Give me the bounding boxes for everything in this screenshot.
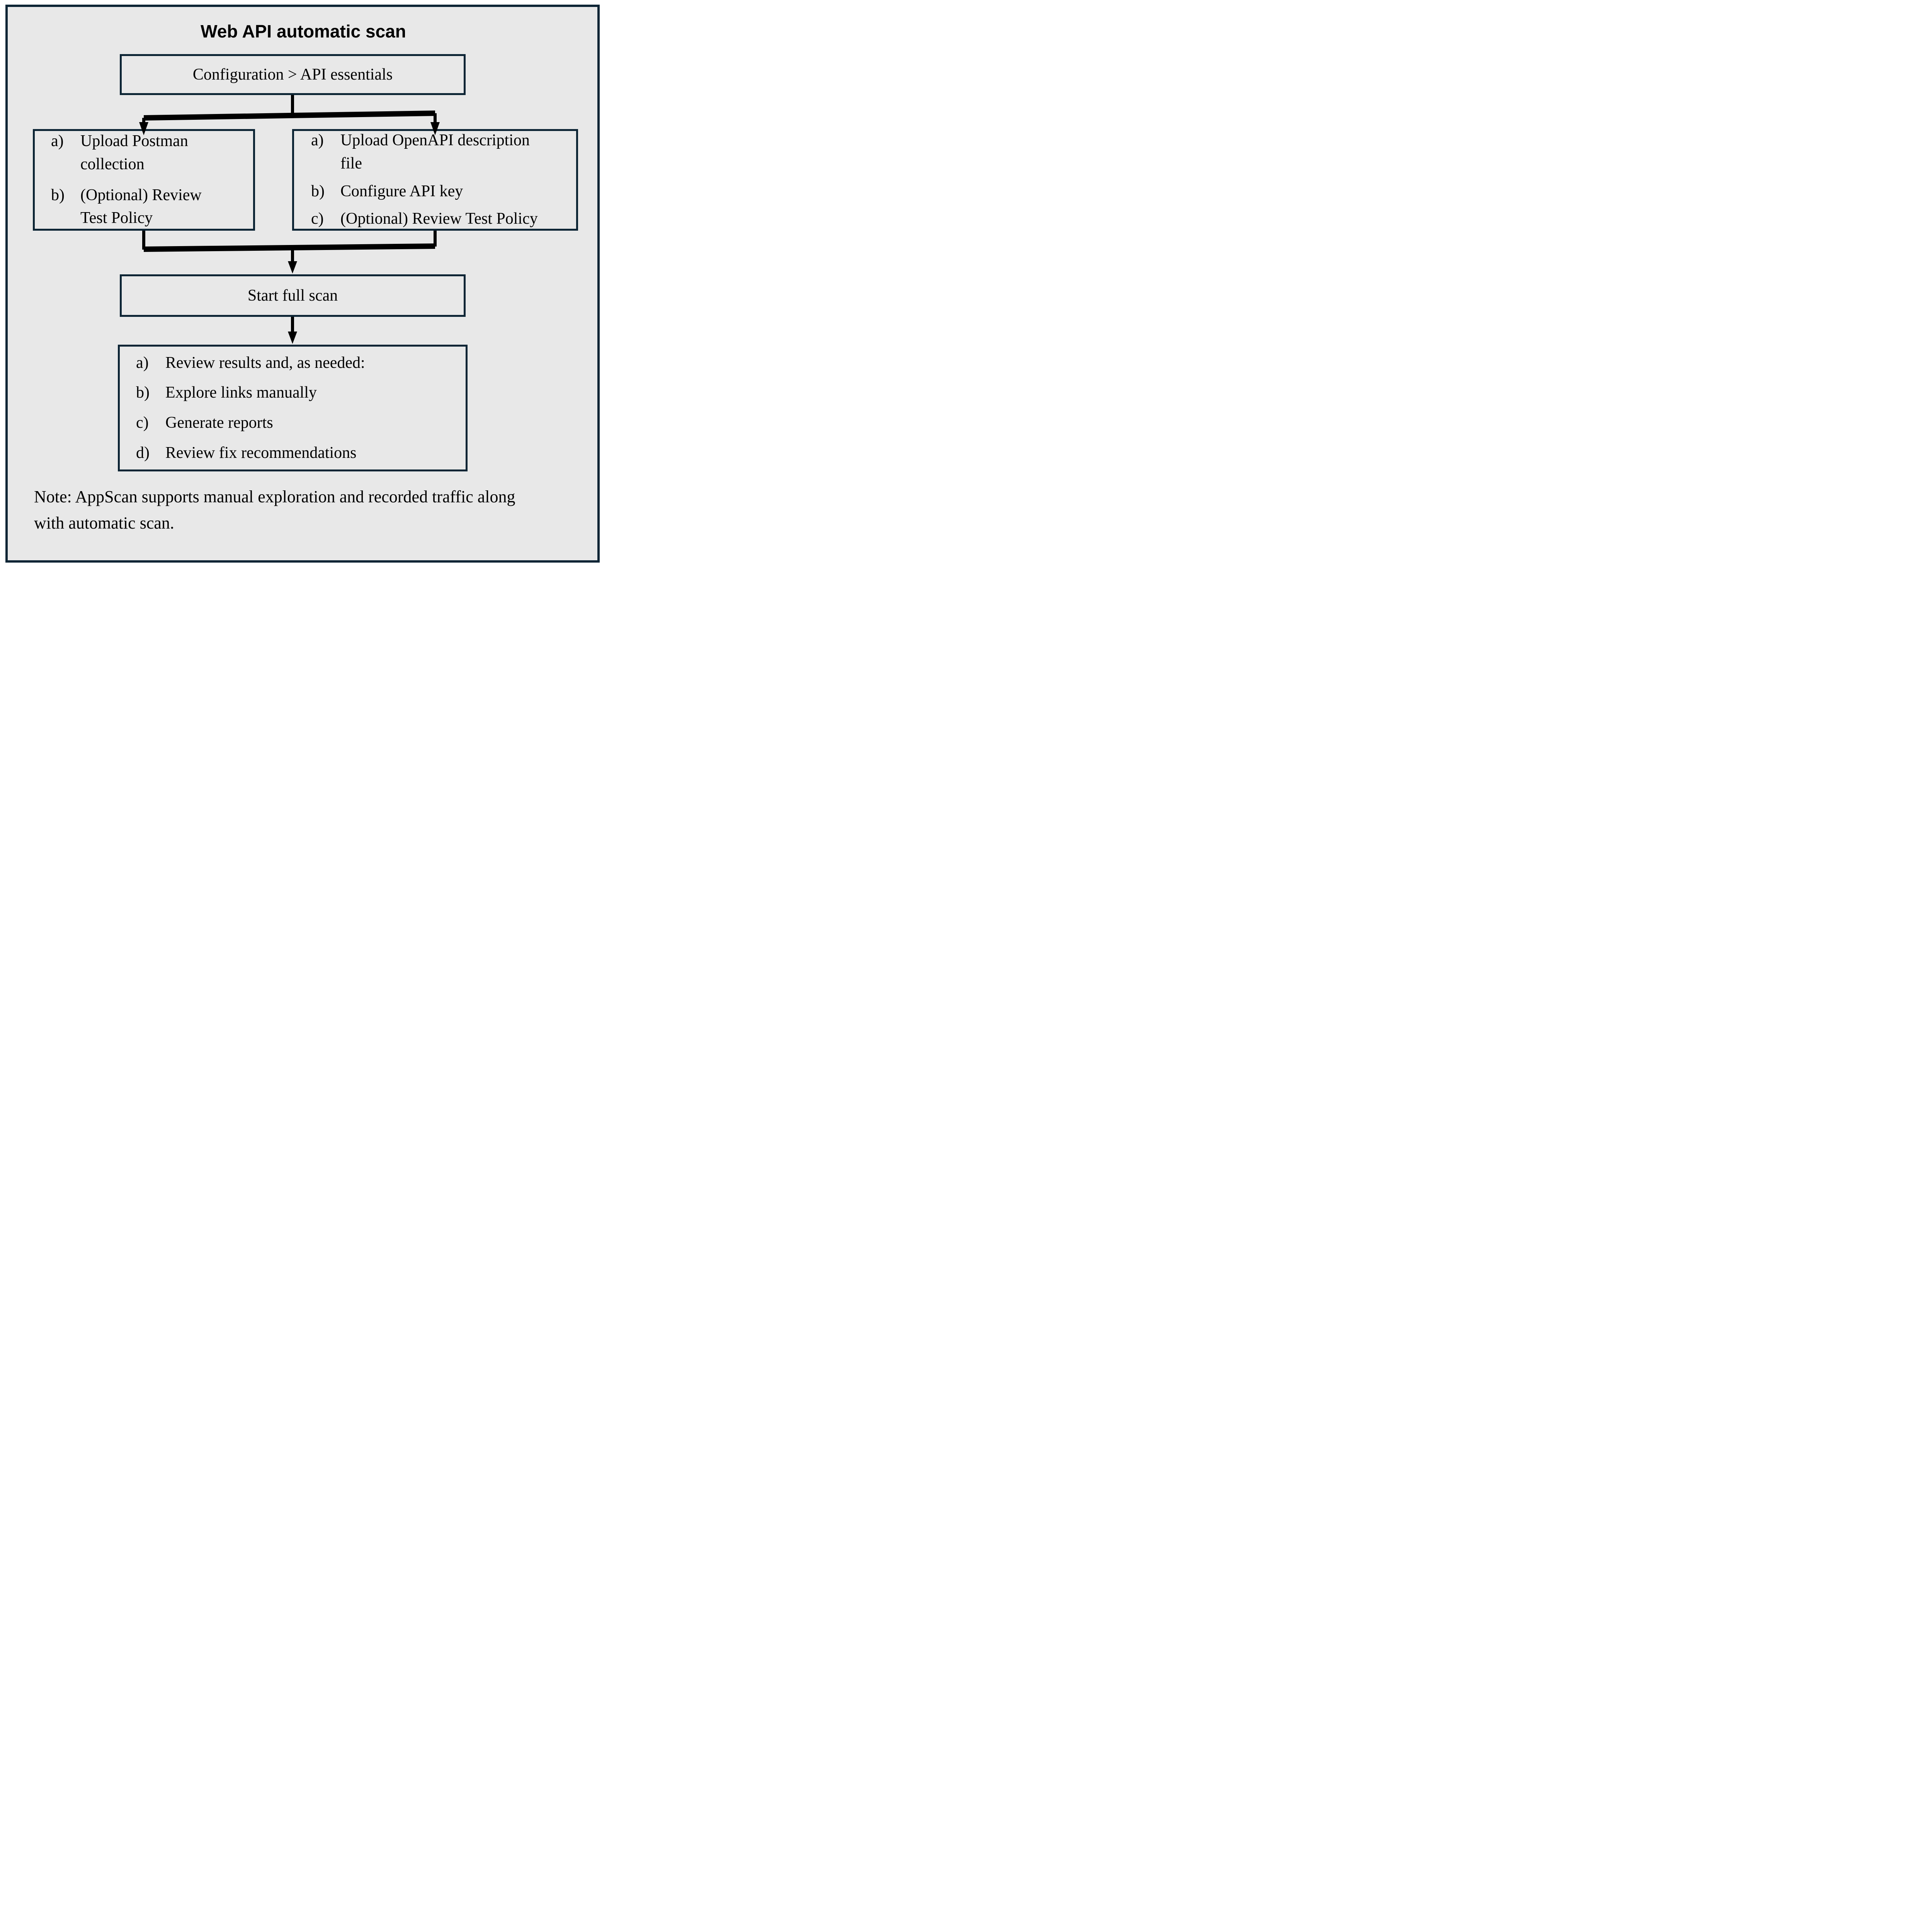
config-box: Configuration > API essentials: [120, 54, 466, 95]
list-item-marker: c): [311, 210, 324, 228]
list-item-text: (Optional) Review Test Policy: [80, 186, 202, 227]
config-box-label: Configuration > API essentials: [192, 65, 393, 83]
note-line-1: Note: AppScan supports manual exploratio…: [34, 487, 515, 506]
results-box: a) Review results and, as needed: b) Exp…: [118, 345, 468, 471]
list-item-marker: a): [51, 132, 64, 150]
list-item-marker: b): [51, 186, 65, 204]
list-item-marker: a): [136, 354, 149, 372]
diagram-page: Web API automatic scan Configuration > A…: [0, 0, 607, 570]
list-item-marker: d): [136, 444, 150, 462]
list-item-text: (Optional) Review Test Policy: [340, 210, 538, 228]
note-text: Note: AppScan supports manual exploratio…: [34, 484, 589, 536]
note-line-2: with automatic scan.: [34, 514, 174, 533]
list-item-marker: b): [136, 384, 150, 402]
list-item-text: Generate reports: [165, 414, 273, 432]
list-item-text: Upload OpenAPI description file: [340, 131, 530, 172]
postman-box: a) Upload Postman collection b) (Optiona…: [33, 129, 255, 231]
list-item-text: Explore links manually: [165, 384, 317, 402]
start-scan-box-label: Start full scan: [247, 286, 338, 304]
diagram-title: Web API automatic scan: [201, 21, 406, 41]
list-item-marker: b): [311, 182, 325, 200]
start-scan-box: Start full scan: [120, 274, 466, 317]
list-item-marker: a): [311, 131, 324, 150]
list-item: c) Generate reports: [136, 412, 462, 435]
list-item: c) (Optional) Review Test Policy: [311, 207, 572, 231]
openapi-box: a) Upload OpenAPI description file b) Co…: [292, 129, 578, 231]
list-item-text: Configure API key: [340, 182, 463, 200]
list-item: a) Upload Postman collection: [51, 130, 249, 176]
list-item-marker: c): [136, 414, 149, 432]
list-item: b) (Optional) Review Test Policy: [51, 184, 249, 230]
list-item: d) Review fix recommendations: [136, 442, 462, 465]
list-item-text: Upload Postman collection: [80, 132, 188, 173]
list-item-text: Review fix recommendations: [165, 444, 357, 462]
list-item: b) Explore links manually: [136, 381, 462, 405]
list-item-text: Review results and, as needed:: [165, 354, 365, 372]
list-item: a) Review results and, as needed:: [136, 352, 462, 375]
list-item: a) Upload OpenAPI description file: [311, 129, 572, 175]
list-item: b) Configure API key: [311, 180, 572, 203]
